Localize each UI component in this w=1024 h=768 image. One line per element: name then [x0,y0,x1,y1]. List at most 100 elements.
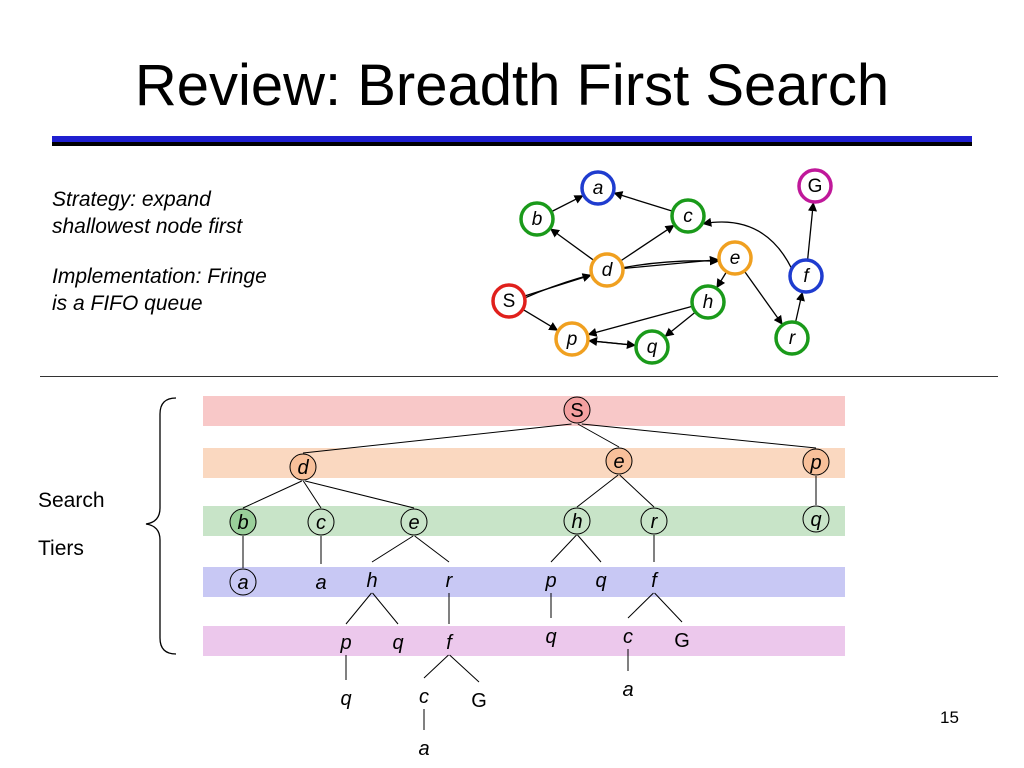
tree-node-t_f: f [651,570,659,592]
tree-node-t_G2: G [471,690,487,712]
graph-node-ring [634,329,670,365]
tree-node-label: c [623,626,633,648]
tree-node-t_q2: q [595,570,606,592]
tree-edge-t_S-t_d [302,423,572,454]
tree-node-label: a [315,572,326,594]
graph-edge-e-h [716,271,728,289]
tree-node-label: q [810,509,821,531]
tree-node-t_q3: q [392,632,403,654]
graph-edge-c-a [613,191,673,212]
tree-node-circle [229,508,257,536]
search-tiers-label-line2: Tiers [38,537,84,560]
graph-node-label: e [730,248,741,269]
tree-node-t_e2: e [400,508,428,536]
tree-node-label: r [446,570,454,592]
graph-node-ring [580,170,616,206]
tree-node-label: c [419,686,429,708]
tree-node-label: G [471,690,487,712]
graph-node-label: S [503,291,516,312]
tree-node-label: q [392,632,403,654]
tree-node-t_q: q [802,505,830,533]
tree-edge-t_f-t_c2 [627,592,654,619]
tree-node-circle [563,507,591,535]
tree-node-t_h2: h [366,570,377,592]
graph-node-G: G [797,168,833,204]
tree-edge-t_h-t_q2 [577,534,602,563]
graph-node-a: a [580,170,616,206]
section-divider [40,376,998,377]
tree-node-label: a [418,738,429,760]
tree-edge-t_S-t_p [581,423,817,449]
tree-node-t_h: h [563,507,591,535]
page-number: 15 [940,708,959,727]
graph-node-label: d [602,260,614,281]
slide-title: Review: Breadth First Search [134,53,890,118]
tree-node-label: p [809,452,821,474]
graph-edge-d-c [619,224,675,262]
tree-node-t_r2: r [446,570,454,592]
tree-node-t_r: r [640,507,668,535]
graph-edge-e-r [743,270,783,325]
tree-edge-t_f2-t_c3 [423,654,449,679]
search-tier-band-4 [203,626,845,656]
graph-node-label: a [593,178,604,199]
implementation-note: Implementation: Fringe is a FIFO queue [52,265,267,315]
tree-edge-t_S-t_e [577,423,620,448]
graph-node-label: G [808,176,823,197]
tree-node-t_G: G [674,630,690,652]
search-tiers-label-line1: Search [38,489,105,512]
graph-node-d: d [589,252,625,288]
tree-edge-t_d-t_c [302,480,322,509]
graph-node-ring [690,284,726,320]
tree-node-label: q [545,626,556,648]
strategy-note: Strategy: expand shallowest node first [52,188,243,238]
graph-node-c: c [670,198,706,234]
tree-node-circle [307,508,335,536]
tree-edge-t_d-t_b [242,480,303,509]
tree-node-t_c3: c [419,686,429,708]
tree-node-label: c [316,512,326,534]
tree-node-t_a: a [229,568,257,596]
tree-edge-t_e2-t_r2 [414,535,450,563]
graph-edge-h-p [587,305,693,337]
tree-node-t_q5: q [340,688,351,710]
tree-node-circle [640,507,668,535]
graph-node-ring [670,198,706,234]
tree-node-circle [605,447,633,475]
graph-edge-q-p [588,336,637,347]
graph-edge-h-q [664,311,696,337]
tree-node-circle [802,448,830,476]
tree-edge-t_h2-t_q3 [372,592,399,625]
tree-edge-t_h2-t_p3 [345,592,372,625]
graph-node-ring [788,258,824,294]
graph-node-h: h [690,284,726,320]
graph-edge-d-b [550,228,595,262]
tree-edge-t_e-t_r [619,474,655,508]
title-rule-accent [52,136,972,142]
tree-edge-t_f-t_G [654,592,683,623]
tiers-brace [145,397,177,655]
tree-node-circle [229,568,257,596]
tree-node-label: S [570,400,583,422]
tree-node-t_a3: a [622,679,633,701]
tree-node-label: G [674,630,690,652]
graph-node-ring [589,252,625,288]
search-tier-band-3 [203,567,845,597]
graph-node-p: p [554,321,590,357]
tree-node-t_p: p [802,448,830,476]
graph-node-label: q [647,337,658,358]
search-tier-band-2 [203,506,845,536]
tree-node-label: e [613,451,624,473]
tree-node-label: b [237,512,248,534]
graph-edge-S-p [522,308,559,331]
tree-node-t_p2: p [544,570,556,592]
graph-node-S: S [491,283,527,319]
tree-node-t_f2: f [446,632,454,654]
tree-node-label: a [237,572,248,594]
tree-node-circle [400,508,428,536]
tree-node-label: h [571,511,582,533]
graph-node-ring [554,321,590,357]
graph-edge-f-G [806,202,818,261]
graph-node-label: f [803,266,810,287]
